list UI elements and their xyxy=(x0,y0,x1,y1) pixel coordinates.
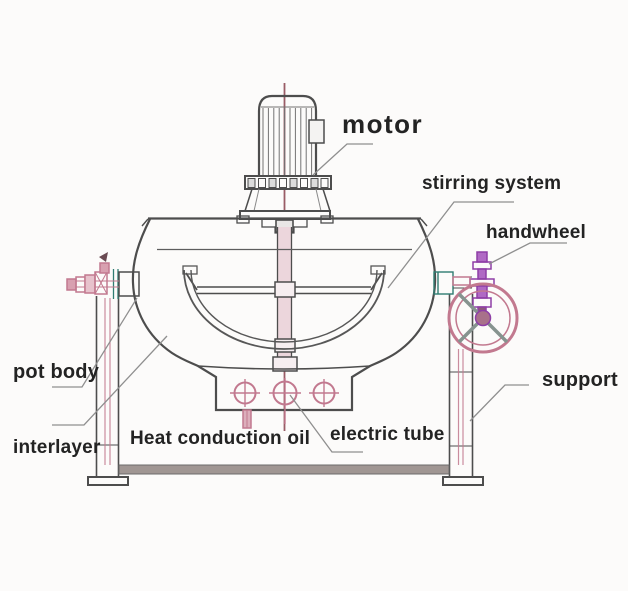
motor-terminal-box xyxy=(308,119,325,144)
handwheel-wheel xyxy=(447,282,519,354)
support-legs xyxy=(87,294,484,486)
outer-jacket-wall xyxy=(131,218,437,412)
electric-tubes xyxy=(230,378,339,429)
pot-body-drawing xyxy=(131,217,437,412)
leader-electric-tube xyxy=(289,394,363,453)
valve-stem xyxy=(452,251,495,317)
leg-oil-pipes xyxy=(104,298,464,465)
label-interlayer: interlayer xyxy=(13,437,101,458)
left-valve-drawing xyxy=(66,252,140,299)
label-heat-conduction-oil: Heat conduction oil xyxy=(130,428,311,449)
leader-handwheel xyxy=(488,242,567,265)
label-handwheel: handwheel xyxy=(486,222,586,243)
leader-pot-body xyxy=(52,297,138,388)
label-support: support xyxy=(542,369,618,391)
drain-plug xyxy=(242,409,252,429)
interlayer-inner-vessel xyxy=(182,265,386,350)
leader-lines xyxy=(52,143,567,453)
label-motor: motor xyxy=(342,109,424,139)
label-pot-body: pot body xyxy=(13,361,100,383)
base-cross-bar xyxy=(118,464,450,475)
label-stirring-system: stirring system xyxy=(422,173,562,194)
leader-stirring-system xyxy=(387,201,514,289)
motor-drawing xyxy=(236,94,334,234)
motor-pedestal xyxy=(244,188,331,212)
motor-fins xyxy=(262,108,313,175)
leader-support xyxy=(469,384,529,422)
leader-interlayer xyxy=(52,335,168,426)
left-valve-body xyxy=(66,252,119,295)
bottom-bearing xyxy=(272,356,298,372)
label-electric-tube: electric tube xyxy=(330,424,445,445)
leader-motor xyxy=(312,143,373,176)
handwheel-drawing xyxy=(433,251,519,354)
motor-flange-bolts xyxy=(247,178,329,188)
